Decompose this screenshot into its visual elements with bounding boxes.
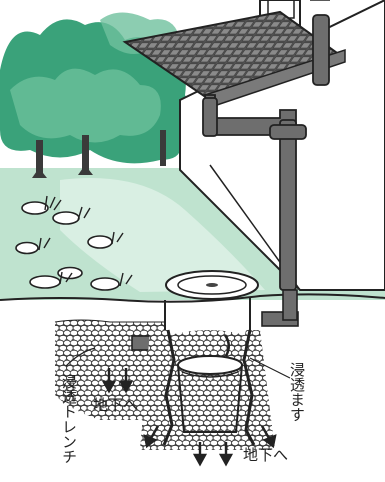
infiltration-basin (140, 298, 275, 450)
manhole-cover-icon[interactable] (166, 271, 258, 299)
label-infiltration-trench: 浸透トレンチ (60, 374, 78, 464)
label-infiltration-basin: 浸透ます (288, 362, 306, 422)
label-to-ground-right: 地下へ (243, 446, 288, 464)
label-to-ground-left: 地下へ (93, 396, 138, 414)
